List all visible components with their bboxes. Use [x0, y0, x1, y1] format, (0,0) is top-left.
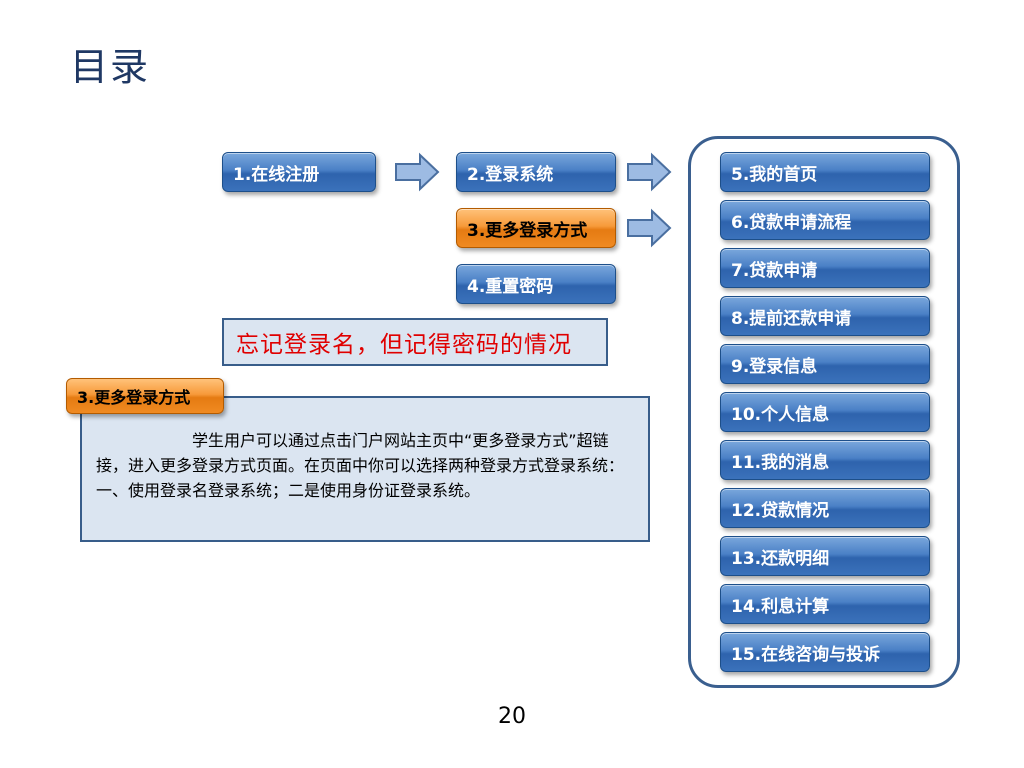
menu-item-repay-detail[interactable]: 13.还款明细 — [720, 536, 930, 576]
page-title: 目录 — [70, 45, 151, 89]
description-box: 学生用户可以通过点击门户网站主页中“更多登录方式”超链接，进入更多登录方式页面。… — [80, 396, 650, 542]
note-box: 忘记登录名，但记得密码的情况 — [222, 318, 608, 366]
menu-item-loan-status[interactable]: 12.贷款情况 — [720, 488, 930, 528]
menu-item-loan-apply[interactable]: 7.贷款申请 — [720, 248, 930, 288]
menu-item-personal-info[interactable]: 10.个人信息 — [720, 392, 930, 432]
menu-item-consult[interactable]: 15.在线咨询与投诉 — [720, 632, 930, 672]
arrow-right-icon — [627, 208, 672, 248]
menu-item-home[interactable]: 5.我的首页 — [720, 152, 930, 192]
page-number: 20 — [498, 704, 526, 729]
menu-item-early-repay[interactable]: 8.提前还款申请 — [720, 296, 930, 336]
step-more-login-button[interactable]: 3.更多登录方式 — [456, 208, 616, 248]
step-login-button[interactable]: 2.登录系统 — [456, 152, 616, 192]
menu-item-login-info[interactable]: 9.登录信息 — [720, 344, 930, 384]
step-register-button[interactable]: 1.在线注册 — [222, 152, 376, 192]
step-reset-password-button[interactable]: 4.重置密码 — [456, 264, 616, 304]
arrow-right-icon — [395, 152, 440, 192]
arrow-right-icon — [627, 152, 672, 192]
description-tag: 3.更多登录方式 — [66, 378, 224, 414]
menu-item-messages[interactable]: 11.我的消息 — [720, 440, 930, 480]
menu-item-loan-process[interactable]: 6.贷款申请流程 — [720, 200, 930, 240]
menu-item-interest-calc[interactable]: 14.利息计算 — [720, 584, 930, 624]
